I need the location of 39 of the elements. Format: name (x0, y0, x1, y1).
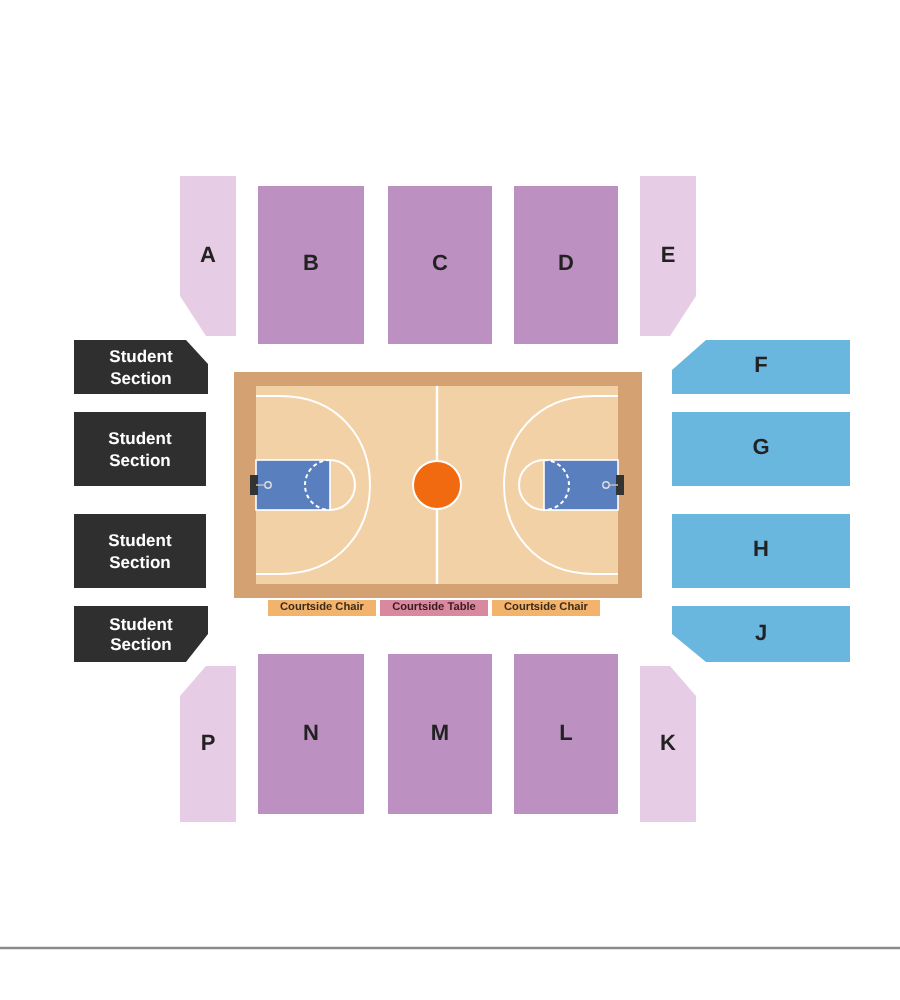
section-letter: K (660, 731, 676, 757)
seating-section (258, 186, 364, 344)
seating-section (388, 654, 492, 814)
seating-section (672, 514, 850, 588)
courtside-seating (380, 600, 488, 616)
section-letter: F (754, 354, 768, 380)
courtside-seating (492, 600, 600, 616)
courtside-seating (268, 600, 376, 616)
seating-section (514, 654, 618, 814)
seating-section (640, 666, 696, 822)
section-label: Student Section (107, 613, 175, 655)
seating-section (258, 654, 364, 814)
section-letter: E (660, 243, 676, 269)
section-label: Student Section (106, 530, 174, 572)
seating-section (514, 186, 618, 344)
seating-section (640, 176, 696, 336)
seating-section (74, 340, 208, 394)
section-letter: G (752, 436, 770, 462)
section-label: Student Section (107, 346, 175, 388)
section-letter: J (754, 621, 768, 647)
seating-section (672, 412, 850, 486)
seating-section (672, 606, 850, 662)
section-letter: P (200, 731, 216, 757)
seating-section (74, 514, 206, 588)
section-letter: N (303, 721, 319, 747)
section-label: Student Section (106, 428, 174, 470)
section-letter: D (558, 252, 574, 278)
section-letter: L (559, 721, 573, 747)
seating-section (180, 176, 236, 336)
section-letter: B (303, 252, 319, 278)
section-letter: A (200, 243, 216, 269)
section-letter: M (430, 721, 450, 747)
seating-section (672, 340, 850, 394)
section-letter: H (753, 538, 769, 564)
seating-section (388, 186, 492, 344)
section-letter: C (432, 252, 448, 278)
seating-section (74, 412, 206, 486)
seating-section (180, 666, 236, 822)
seating-section (74, 606, 208, 662)
